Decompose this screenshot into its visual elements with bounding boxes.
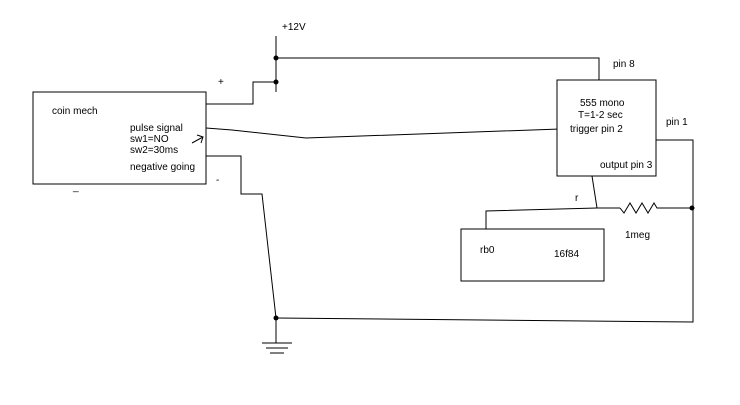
pin8-label: pin 8 xyxy=(613,59,635,70)
pulse-arrow-icon xyxy=(191,134,204,144)
pin1-wire xyxy=(656,139,694,208)
ground-return-wire xyxy=(275,208,694,323)
mcu-16f84-box xyxy=(460,228,605,282)
supply-label: +12V xyxy=(282,22,306,33)
timer-line2: T=1-2 sec xyxy=(578,110,623,121)
timer-line1: 555 mono xyxy=(580,98,625,109)
resistor-tag: r xyxy=(575,193,579,204)
coin-mech-title: coin mech xyxy=(52,106,98,117)
ground-symbol-icon xyxy=(262,342,292,354)
timer-555-box xyxy=(556,79,657,177)
resistor-icon xyxy=(619,202,692,214)
rb0-wire xyxy=(485,207,620,232)
pin1-label: pin 1 xyxy=(666,117,688,128)
negative-wire xyxy=(206,155,277,319)
trigger-wire xyxy=(205,127,561,139)
sw1-label: sw1=NO xyxy=(130,134,169,145)
coin-mech-box xyxy=(32,91,207,185)
resistor-value: 1meg xyxy=(625,230,650,241)
negative-going-label: negative going xyxy=(130,162,195,173)
pulse-signal-label: pulse signal xyxy=(130,123,183,134)
plus-wire xyxy=(206,81,277,105)
junction-top xyxy=(273,55,279,61)
mcu-pin-label: rb0 xyxy=(480,245,495,256)
output-wire xyxy=(591,175,598,209)
coin-mech-underline: _ xyxy=(72,182,79,193)
sw2-label: sw2=30ms xyxy=(130,145,178,156)
minus-terminal-label: - xyxy=(216,175,219,186)
mcu-name-label: 16f84 xyxy=(554,249,579,260)
pin8-wire xyxy=(276,57,600,80)
plus-terminal-label: + xyxy=(218,77,224,88)
output-pin-label: output pin 3 xyxy=(600,160,653,171)
trigger-pin-label: trigger pin 2 xyxy=(570,124,623,135)
